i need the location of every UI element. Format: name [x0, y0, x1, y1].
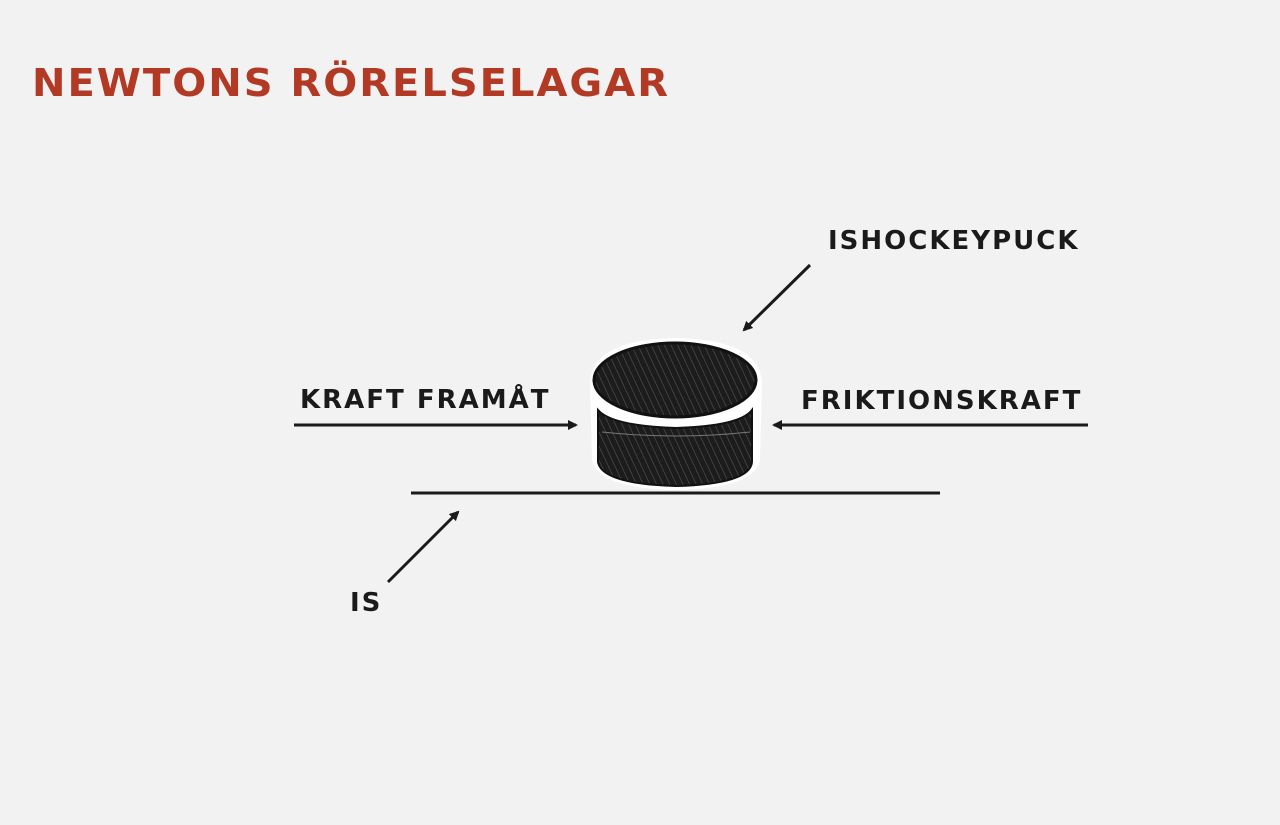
page-title: NEWTONS RÖRELSELAGAR: [32, 62, 671, 106]
forward-force-label: KRAFT FRAMÅT: [300, 385, 551, 415]
friction-force-label: FRIKTIONSKRAFT: [801, 386, 1083, 416]
hockey-puck-icon: [590, 338, 762, 490]
ice-pointer-arrow: [386, 510, 460, 584]
puck-pointer-arrow: [742, 263, 812, 332]
ice-label: IS: [350, 588, 383, 618]
puck-label: ISHOCKEYPUCK: [828, 226, 1080, 256]
